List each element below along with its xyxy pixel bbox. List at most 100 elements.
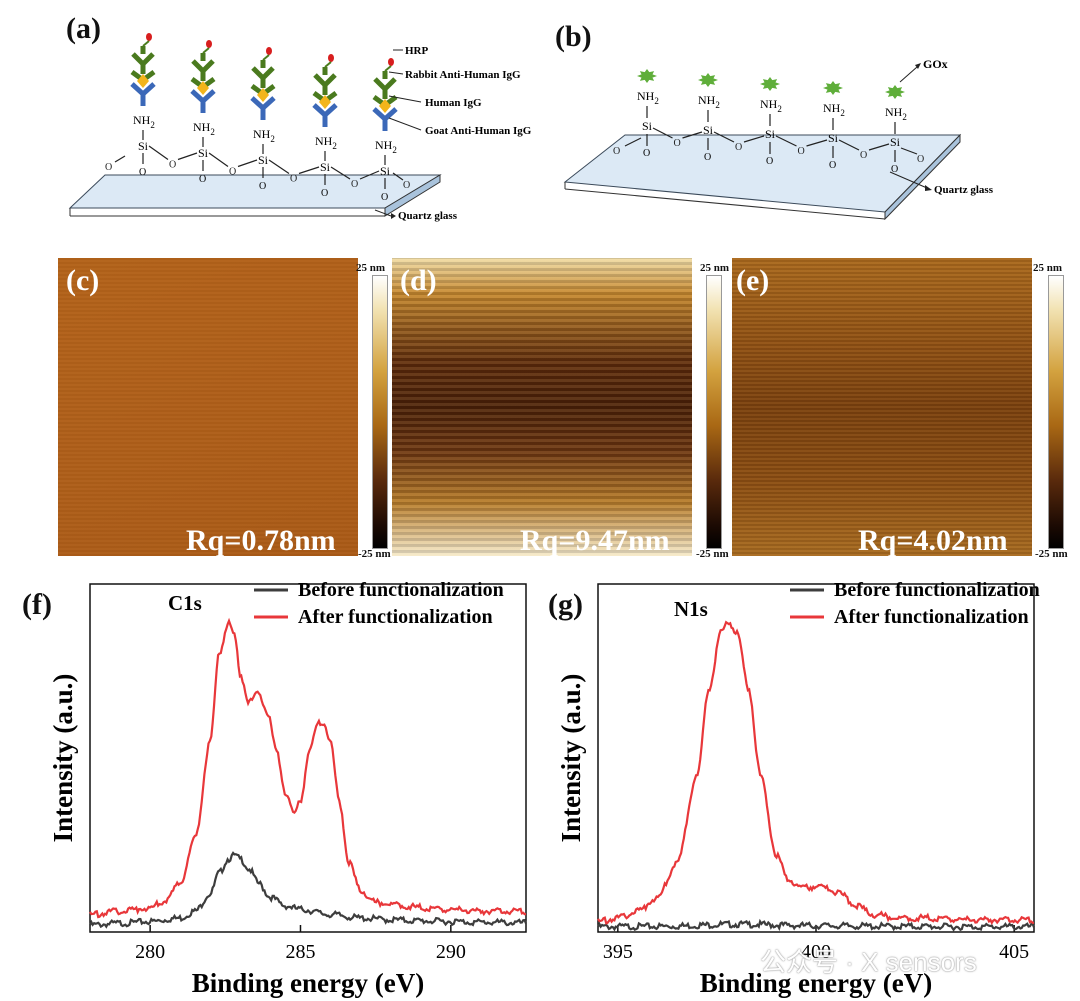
colorbar-e-max: 25 nm [1033,262,1063,274]
amine-label: NH2 [133,113,155,130]
bridge-oxygen-label: O [169,160,176,171]
peak-label: N1s [674,597,708,621]
oxygen-label: O [829,160,836,171]
si-label: Si [642,119,653,133]
x-axis-label: Binding energy (eV) [192,968,425,998]
colorbar-c-max: 25 nm [356,262,386,274]
x-tick-label: 400 [801,941,831,963]
amine-label: NH2 [637,89,659,106]
plot-frame [597,583,1035,933]
left-oxygen-label: O [105,162,112,173]
hrp-dot-icon [146,33,152,41]
human-igg-label: Human IgG [425,97,482,109]
panel-d-label: (d) [400,264,437,297]
colorbar-c-min: -25 nm [358,548,391,560]
afm-image-d: (d) Rq=9.47nm [392,258,692,556]
hrp-dot-icon [328,54,334,62]
colorbar-e-min: -25 nm [1035,548,1068,560]
left-oxygen-label: O [613,146,620,157]
si-label: Si [138,139,149,153]
x-tick-label: 285 [285,941,315,963]
quartz-glass-label-a: Quartz glass [398,210,458,222]
goat-anti-human-igg-label: Goat Anti-Human IgG [425,125,532,137]
rq-value-d: Rq=9.47nm [520,524,670,556]
bridge-oxygen-label: O [229,167,236,178]
series-line-after [597,620,1034,926]
panel-e-label: (e) [736,264,770,297]
oxygen-label: O [199,174,206,185]
human-igg-icon [137,74,149,88]
rabbit-antibody-icon [191,53,215,81]
colorbar-e [1048,275,1064,549]
goat-antibody-icon [130,82,156,106]
si-label: Si [320,160,331,174]
x-tick-label: 280 [135,941,165,963]
amine-label: NH2 [253,127,275,144]
si-label: Si [765,127,776,141]
si-label: Si [380,164,391,178]
rabbit-anti-human-igg-label: Rabbit Anti-Human IgG [405,69,521,81]
series-line-before [597,918,1036,932]
amine-label: NH2 [193,120,215,137]
si-label: Si [258,153,269,167]
afm-image-c: (c) Rq=0.78nm [58,258,358,556]
hrp-dot-icon [388,58,394,66]
goat-antibody-icon [250,96,276,120]
gox-enzyme-icon [823,81,843,95]
panel-c-label: (c) [66,264,100,297]
goat-antibody-icon [312,103,338,127]
afm-image-e: (e) Rq=4.02nm [732,258,1032,556]
oxygen-label: O [381,192,388,203]
oxygen-label: O [704,152,711,163]
bridge-oxygen-label: O [351,179,358,190]
colorbar-d [706,275,722,549]
amine-label: NH2 [375,138,397,155]
amine-label: NH2 [315,134,337,151]
x-tick-label: 290 [436,941,466,963]
oxygen-label: O [139,167,146,178]
amine-label: NH2 [760,97,782,114]
gox-enzyme-icon [698,73,718,87]
y-axis-label: Intensity (a.u.) [48,674,78,843]
rq-value-c: Rq=0.78nm [186,524,336,556]
bridge-oxygen-label: O [290,174,297,185]
plot-frame [89,583,527,933]
goat-antibody-icon [372,107,398,131]
bridge-oxygen-label: O [798,146,805,157]
hrp-dot-icon [266,47,272,55]
bridge-oxygen-label: O [735,142,742,153]
si-label: Si [890,135,901,149]
bridge-oxygen-label: O [674,138,681,149]
panel-g-label: (g) [548,588,583,621]
rabbit-antibody-icon [373,71,397,99]
series-line-after [89,617,526,919]
rq-value-e: Rq=4.02nm [858,524,1008,556]
gox-enzyme-icon [637,69,657,83]
oxygen-label: O [766,156,773,167]
human-igg-icon [197,81,209,95]
right-oxygen-label: O [917,154,924,165]
gox-label: GOx [923,57,948,71]
amine-label: NH2 [698,93,720,110]
si-label: Si [828,131,839,145]
si-label: Si [703,123,714,137]
amine-label: NH2 [823,101,845,118]
quartz-glass-label-b: Quartz glass [934,184,994,196]
gox-enzyme-icon [885,85,905,99]
human-igg-icon [319,95,331,109]
panel-a-label: (a) [66,12,101,45]
x-axis-label: Binding energy (eV) [700,968,933,998]
peak-label: C1s [168,591,202,615]
rabbit-antibody-icon [313,67,337,95]
hrp-label: HRP [405,45,429,57]
colorbar-c [372,275,388,549]
